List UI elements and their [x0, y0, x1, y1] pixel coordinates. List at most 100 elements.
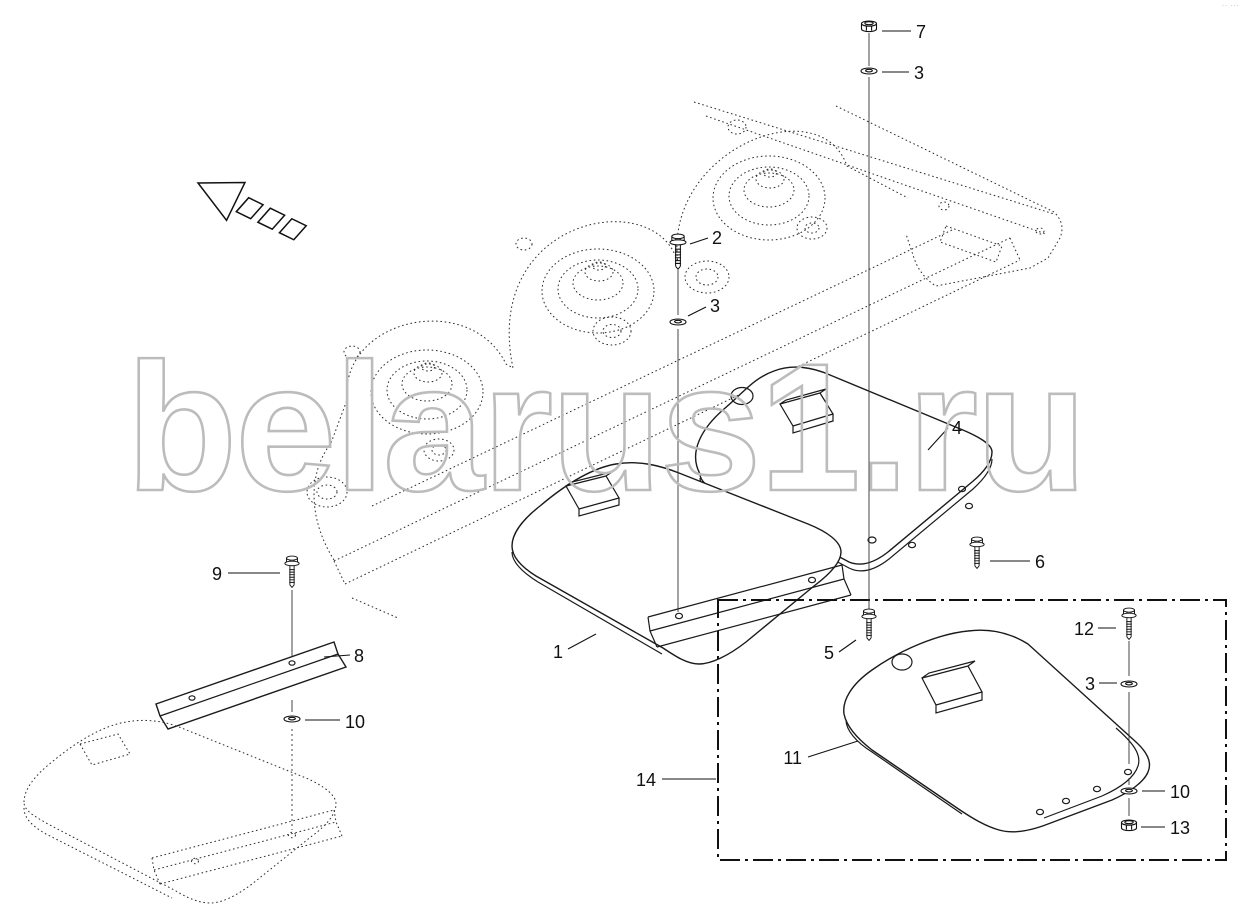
part-11-plate: [843, 629, 1151, 833]
hub-ring: [386, 360, 468, 420]
ghost-plate-tab: [79, 733, 131, 766]
callout-1: 1: [553, 642, 563, 662]
blade-disc: [796, 216, 828, 240]
blade-disc: [592, 316, 632, 346]
blade-disc: [423, 438, 455, 462]
arrow-dash: [256, 207, 286, 231]
ghost-plate-bar: [151, 809, 343, 885]
kit-14-boundary-box: [717, 599, 1227, 861]
blade-disc: [684, 260, 730, 294]
disc-outer: [592, 316, 632, 346]
deck-scalloped-edge: [313, 130, 909, 561]
disc-outer: [423, 438, 455, 462]
hub-ring: [728, 166, 810, 226]
callout-13: 13: [1170, 818, 1190, 838]
arrow-dash: [278, 217, 308, 241]
strip-8-hole: [188, 695, 196, 701]
callout-11: 11: [783, 748, 802, 768]
plate-11-flange-hole: [1061, 797, 1071, 805]
strip-8-hole: [288, 660, 296, 666]
hub-ring: [557, 259, 639, 319]
disc-inner: [695, 268, 719, 286]
leader-2: [689, 237, 709, 245]
strip-8-outline: [155, 641, 348, 730]
leader-4: [927, 427, 949, 451]
callout-14: 14: [636, 770, 656, 790]
plate-1-bar-hole: [807, 576, 817, 584]
ghost-plate-hole: [288, 831, 296, 839]
plate-11-tab: [921, 660, 983, 714]
plate-4-stud-hole: [867, 536, 877, 544]
ghost-plate: [23, 719, 343, 904]
disc-inner: [431, 444, 447, 456]
part-3-washer-box: [1120, 680, 1138, 688]
part-3-washer-top: [860, 67, 878, 75]
callout-3-top: 3: [914, 63, 924, 83]
plate-11-flange-hole: [1123, 768, 1133, 776]
hub-knob: [592, 261, 606, 271]
deck-top-edge: [693, 101, 1055, 235]
callout-4: 4: [952, 418, 962, 438]
callout-9: 9: [212, 564, 222, 584]
part-13-nut: [1120, 819, 1138, 832]
plate-11-hole: [891, 653, 913, 671]
plate-4-hole: [730, 386, 754, 406]
part-8-strip: [155, 641, 348, 730]
part-3-washer-mid: [669, 318, 687, 326]
part-9-bolt: [284, 555, 300, 588]
plate-1-bar: [647, 564, 852, 648]
hub-ring: [743, 172, 795, 208]
disc-inner: [316, 484, 338, 500]
plate-1-rim: [511, 551, 663, 655]
leader-8: [323, 654, 351, 658]
part-5-bolt: [861, 608, 877, 641]
blade-disc: [306, 476, 348, 508]
hub-cap: [755, 169, 785, 189]
callout-5: 5: [824, 643, 834, 663]
hub-ring: [572, 265, 624, 301]
disc-inner: [602, 324, 622, 338]
plate-1-tab: [565, 471, 620, 517]
hub-knob: [421, 362, 435, 372]
callout-8: 8: [354, 646, 364, 666]
callout-12: 12: [1074, 619, 1094, 639]
part-12-bolt: [1121, 607, 1137, 640]
deck-hole: [727, 119, 747, 135]
deck-rail: [333, 237, 1021, 619]
hub-ring: [401, 366, 453, 402]
hub-ring: [370, 349, 484, 435]
cutter-hub-1: [370, 349, 484, 435]
ghost-plate-hole: [191, 857, 199, 865]
callout-2: 2: [712, 228, 722, 248]
disc-outer: [684, 260, 730, 294]
callout-3-mid: 3: [710, 296, 720, 316]
part-6-bolt: [969, 536, 985, 569]
callout-3-box: 3: [1085, 674, 1095, 694]
plate-4-tab: [779, 388, 834, 434]
deck-hole: [938, 201, 950, 211]
part-10-washer-left: [283, 715, 301, 723]
ghost-plate-outline: [23, 719, 337, 904]
part-1-plate: [511, 462, 852, 665]
plate-1-bar-hole: [674, 612, 684, 620]
hub-ring: [712, 155, 826, 241]
callout-7: 7: [916, 22, 926, 42]
callout-10-left: 10: [345, 712, 365, 732]
part-7-nut: [860, 20, 878, 33]
disc-outer: [306, 476, 348, 508]
machine-body-ghost: [306, 101, 1063, 619]
deck-hole: [343, 345, 361, 359]
cutter-hub-3: [712, 155, 826, 241]
arrow-head-icon: [196, 181, 247, 222]
callout-6: 6: [1035, 552, 1045, 572]
leader-5: [838, 639, 857, 653]
arrow-dash: [235, 196, 265, 220]
deck-hole: [515, 237, 533, 251]
leader-11: [807, 740, 859, 758]
plate-11-outline: [843, 629, 1151, 833]
plate-4-bolt-hole: [964, 502, 974, 510]
cutter-hub-2: [541, 248, 655, 334]
disc-outer: [796, 216, 828, 240]
